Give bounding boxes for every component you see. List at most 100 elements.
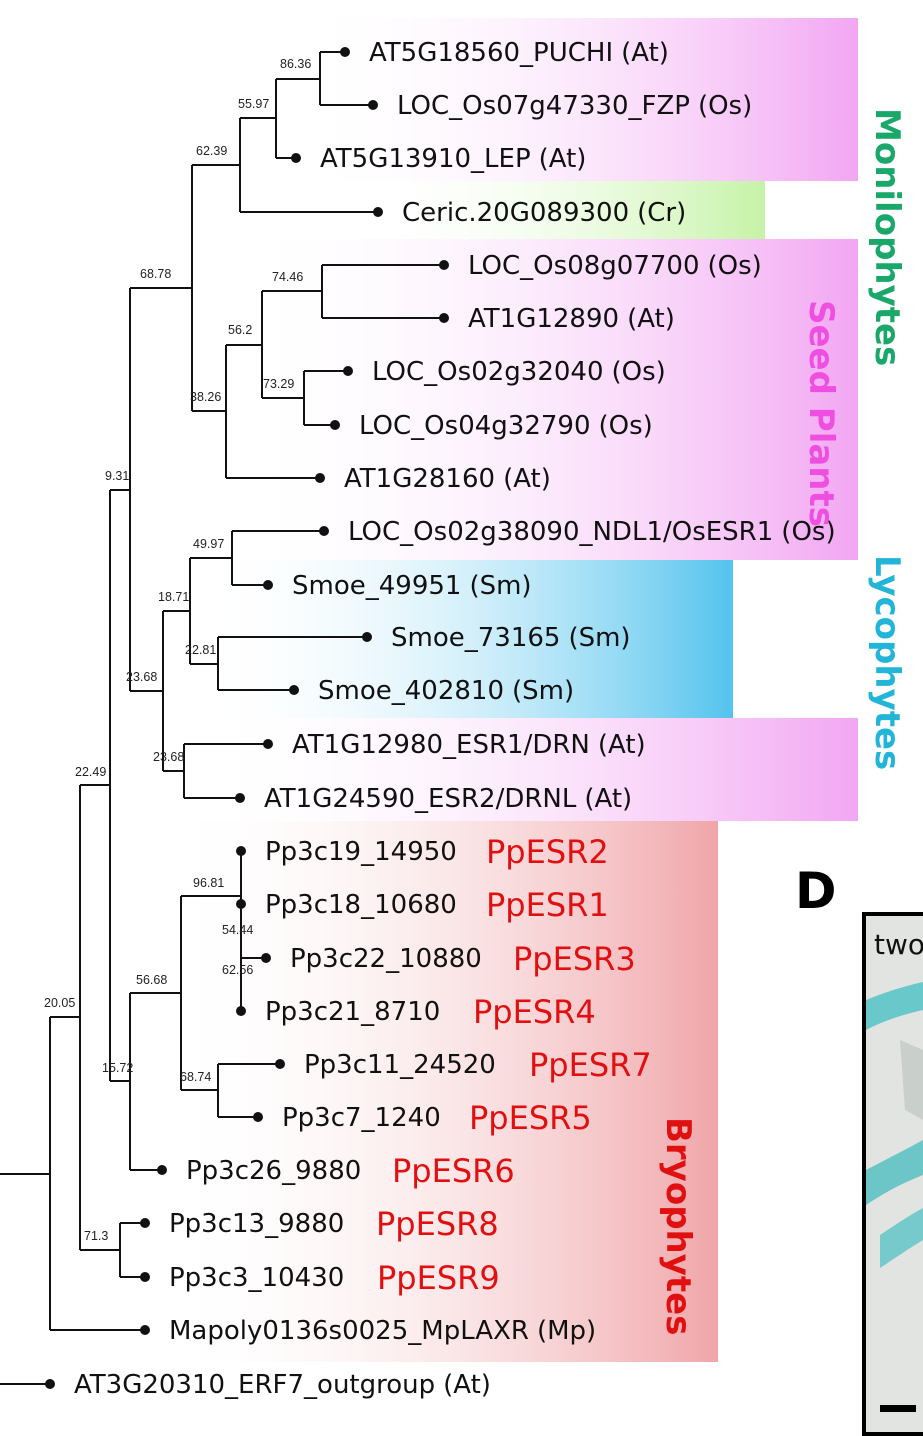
tip-label: Pp3c22_10880 bbox=[290, 944, 482, 974]
species-tag: (Sm) bbox=[568, 623, 630, 653]
tip-label: AT5G18560_PUCHI(At) bbox=[369, 38, 669, 68]
tree-tips: AT5G18560_PUCHI(At) LOC_Os07g47330_FZP (Os… bbox=[45, 38, 836, 1400]
gene-name: Pp3c21_8710 bbox=[265, 997, 440, 1027]
species-tag: (At) bbox=[598, 730, 646, 760]
bryophytes-band bbox=[160, 821, 718, 1362]
branch-segment bbox=[119, 1222, 145, 1278]
tip-node bbox=[140, 1218, 150, 1228]
support-value: 96.81 bbox=[193, 876, 224, 890]
tip-label: AT5G13910_LEP (At) bbox=[320, 144, 586, 174]
tip-node bbox=[439, 260, 449, 270]
gene-name: AT5G13910_LEP bbox=[320, 144, 531, 174]
ppesr-alias: PpESR7 bbox=[529, 1046, 652, 1084]
branch-segment bbox=[129, 287, 192, 692]
species-tag: (At) bbox=[627, 304, 675, 334]
gene-name: Pp3c13_9880 bbox=[169, 1209, 344, 1239]
gene-name: LOC_Os07g47330_FZP bbox=[397, 91, 690, 121]
support-value: 49.97 bbox=[193, 537, 224, 551]
gene-name: AT1G12980_ESR1/DRN bbox=[292, 730, 590, 760]
tip-label: Ceric.20G089300(Cr) bbox=[402, 198, 686, 228]
ppesr-alias: PpESR9 bbox=[377, 1259, 500, 1297]
gene-name: AT1G24590_ESR2/DRNL bbox=[264, 784, 577, 814]
clade-label-monilophytes: Monilophytes bbox=[867, 108, 907, 366]
clade-bands bbox=[160, 18, 858, 1362]
tip-node bbox=[140, 1325, 150, 1335]
tip-label: Smoe_49951(Sm) bbox=[292, 571, 532, 601]
gene-name: Smoe_73165 bbox=[391, 623, 560, 653]
monilophytes-band bbox=[360, 181, 765, 239]
lycophytes-band bbox=[200, 560, 733, 718]
ppesr-alias: PpESR6 bbox=[392, 1152, 515, 1190]
support-value: 38.26 bbox=[190, 390, 221, 404]
clade-label-seed-plants: Seed Plants bbox=[801, 300, 841, 527]
support-value: 62.39 bbox=[196, 144, 227, 158]
ppesr-alias: PpESR4 bbox=[473, 993, 596, 1031]
ppesr-alias: PpESR2 bbox=[486, 833, 609, 871]
tip-label: Pp3c11_24520 bbox=[304, 1050, 496, 1080]
tip-label: LOC_Os04g32790 (Os) bbox=[359, 411, 653, 441]
tip-label: AT3G20310_ERF7_outgroup (At) bbox=[74, 1370, 491, 1400]
clade-label-bryophytes: Bryophytes bbox=[658, 1117, 698, 1335]
support-value: 56.68 bbox=[136, 973, 167, 987]
ppesr-alias: PpESR3 bbox=[513, 940, 636, 978]
branch-segment bbox=[79, 784, 120, 1251]
tip-node bbox=[261, 953, 271, 963]
gene-name: LOC_Os08g07700 bbox=[468, 251, 700, 281]
tip-label: LOC_Os07g47330_FZP (Os) bbox=[397, 91, 752, 121]
tip-node bbox=[330, 420, 340, 430]
species-tag: (At) bbox=[584, 784, 632, 814]
species-tag: (Os) bbox=[599, 411, 653, 441]
species-tag: (At) bbox=[539, 144, 587, 174]
tip-node bbox=[45, 1379, 55, 1389]
tip-label: Pp3c19_14950 bbox=[265, 837, 457, 867]
tip-node bbox=[291, 153, 301, 163]
support-value: 23.68 bbox=[153, 750, 184, 764]
gene-name: LOC_Os04g32790 bbox=[359, 411, 591, 441]
tip-node bbox=[263, 739, 273, 749]
support-value: 55.97 bbox=[238, 97, 269, 111]
tip-node bbox=[275, 1059, 285, 1069]
species-tag: (Os) bbox=[708, 251, 762, 281]
tip-node bbox=[236, 1006, 246, 1016]
gene-name: Pp3c19_14950 bbox=[265, 837, 457, 867]
support-value: 71.3 bbox=[84, 1229, 108, 1243]
ppesr-alias: PpESR5 bbox=[469, 1099, 592, 1137]
tip-node bbox=[289, 685, 299, 695]
support-value: 68.78 bbox=[140, 267, 171, 281]
tip-node bbox=[253, 1112, 263, 1122]
branch-segment bbox=[162, 610, 190, 772]
species-tag: (Os) bbox=[612, 357, 666, 387]
tip-label: Mapoly0136s0025_MpLAXR(Mp) bbox=[169, 1316, 596, 1346]
branch-segment bbox=[191, 164, 240, 412]
species-tag: (Os) bbox=[698, 91, 752, 121]
tip-node bbox=[362, 632, 372, 642]
support-value: 18.71 bbox=[158, 590, 189, 604]
gene-name: Pp3c26_9880 bbox=[186, 1156, 361, 1186]
tip-node bbox=[368, 100, 378, 110]
support-value: 73.29 bbox=[263, 377, 294, 391]
gene-name: AT3G20310_ERF7_outgroup bbox=[74, 1370, 435, 1400]
branch-segment bbox=[109, 489, 130, 1082]
gene-name: Ceric.20G089300 bbox=[402, 198, 629, 228]
tip-label: Pp3c3_10430 bbox=[169, 1263, 344, 1293]
tip-label: AT1G12980_ESR1/DRN (At) bbox=[292, 730, 646, 760]
gene-name: LOC_Os02g32040 bbox=[372, 357, 604, 387]
tip-node bbox=[236, 899, 246, 909]
tip-node bbox=[340, 47, 350, 57]
gene-name: Pp3c18_10680 bbox=[265, 890, 457, 920]
support-value: 15.72 bbox=[102, 1061, 133, 1075]
tip-node bbox=[263, 580, 273, 590]
tip-node bbox=[439, 313, 449, 323]
micrograph-caption: two bbox=[874, 928, 923, 961]
tip-node bbox=[235, 793, 245, 803]
tip-label: AT1G28160(At) bbox=[344, 464, 551, 494]
clade-label-lycophytes: Lycophytes bbox=[867, 555, 907, 770]
gene-name: Pp3c22_10880 bbox=[290, 944, 482, 974]
species-tag: (At) bbox=[443, 1370, 491, 1400]
seed-plants-band-top bbox=[300, 18, 858, 181]
support-value: 22.49 bbox=[75, 765, 106, 779]
tip-label: AT1G12890(At) bbox=[468, 304, 675, 334]
ppesr-alias: PpESR1 bbox=[486, 886, 609, 924]
